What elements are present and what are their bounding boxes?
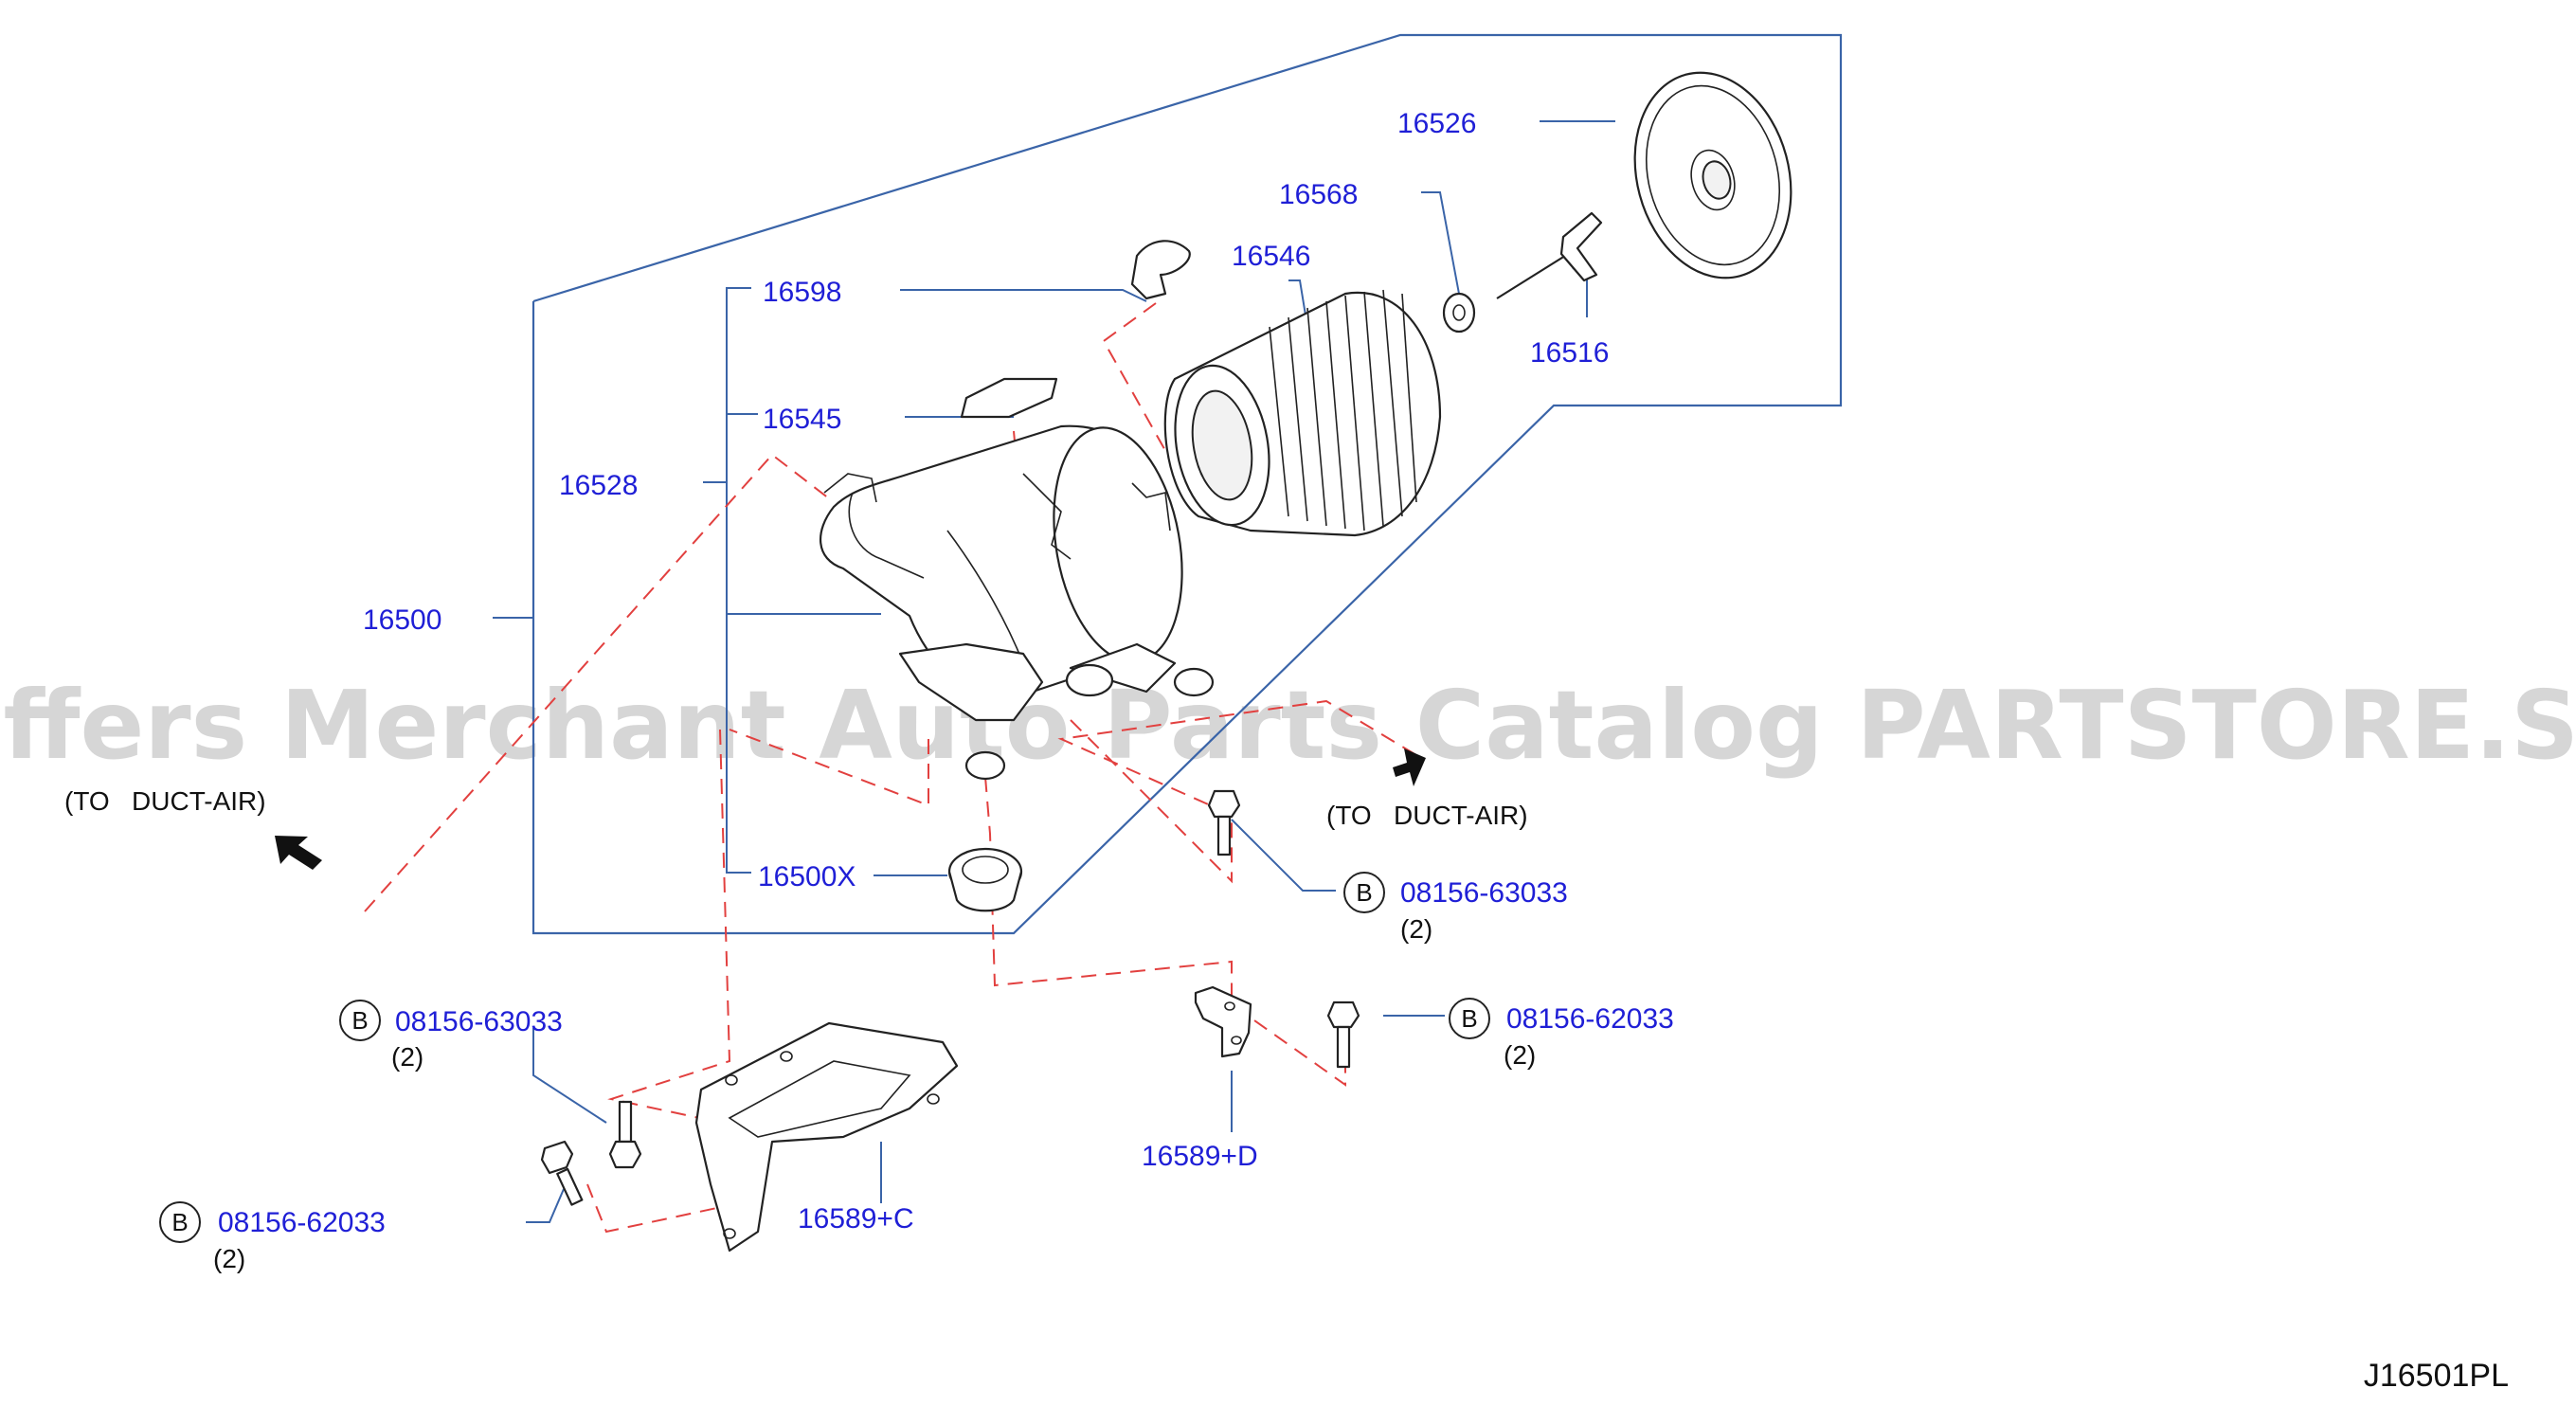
bolt-right-62033	[1326, 1000, 1360, 1069]
part-label-16546: 16546	[1232, 241, 1310, 272]
assembly-frame	[531, 33, 1843, 935]
bolt-callout-right-62033: B 08156-62033 (2)	[1449, 998, 1674, 1070]
grommet-16500X	[947, 847, 1023, 912]
cover-16526	[1633, 71, 1792, 279]
bolt-marker: B	[171, 1208, 188, 1236]
part-label-16589C: 16589+C	[798, 1203, 914, 1235]
bolt-qty: (2)	[1504, 1040, 1536, 1070]
direction-right-text: (TO DUCT-AIR)	[1326, 801, 1528, 830]
washer-16568	[1442, 292, 1476, 333]
bolt-number: 08156-62033	[1506, 1003, 1674, 1035]
centerline-grommet	[984, 776, 1346, 1087]
bolt-qty: (2)	[1400, 914, 1432, 944]
centerline-clip	[1102, 302, 1190, 494]
bolt-callout-right-63033: B 08156-63033 (2)	[1343, 872, 1568, 944]
watermark-text: Offers Merchant Auto Parts Catalog PARTS…	[0, 670, 2576, 781]
arrow-left-duct-icon	[275, 836, 322, 870]
bolt-number: 08156-62033	[218, 1207, 386, 1238]
wing-bolt-16516	[1496, 211, 1603, 299]
bolt-left-62033	[540, 1140, 584, 1206]
centerline-floor	[729, 729, 929, 807]
label-tag-16545	[960, 377, 1058, 419]
diagram-code: J16501PL	[2364, 1358, 2509, 1394]
part-label-16516: 16516	[1530, 337, 1609, 369]
part-label-16589D: 16589+D	[1142, 1141, 1258, 1172]
bracket-16589D	[1194, 985, 1252, 1058]
direction-left-text: (TO DUCT-AIR)	[64, 786, 266, 816]
bolt-right-63033	[1207, 789, 1241, 856]
leader-16546	[1288, 279, 1308, 328]
arrow-right-duct-icon	[1393, 748, 1426, 786]
leader-16598	[900, 289, 1147, 302]
filter-element-16546	[1163, 289, 1442, 537]
bolt-qty: (2)	[391, 1042, 423, 1072]
group-bracket-16528	[726, 287, 751, 874]
bolt-qty: (2)	[213, 1244, 245, 1273]
leader-bolt-right-63033	[1231, 819, 1336, 892]
part-label-16528: 16528	[559, 470, 638, 501]
bolt-number: 08156-63033	[395, 1006, 563, 1037]
centerline-right-duct	[1057, 699, 1422, 884]
part-label-16545: 16545	[763, 404, 841, 435]
centerline-left-duct	[364, 453, 835, 912]
clip-16598	[1130, 240, 1191, 300]
leader-16568	[1421, 191, 1460, 295]
bolt-number: 08156-63033	[1400, 877, 1568, 909]
leader-bolt-left-63033	[532, 1028, 607, 1124]
bolt-marker: B	[1461, 1004, 1477, 1033]
bolt-callout-left-63033: B 08156-63033 (2)	[339, 1000, 563, 1072]
part-label-16598: 16598	[763, 277, 841, 308]
bolt-marker: B	[351, 1006, 368, 1035]
part-label-16500X: 16500X	[758, 861, 856, 892]
bolt-marker: B	[1356, 878, 1372, 907]
part-label-16500: 16500	[363, 604, 441, 636]
centerline-bracket-left-2	[586, 1183, 740, 1234]
leader-bolt-left-62033	[526, 1188, 565, 1223]
part-label-16568: 16568	[1279, 179, 1358, 210]
air-cleaner-housing	[820, 424, 1215, 781]
bracket-16589C	[694, 1021, 959, 1253]
bolt-left-63033	[608, 1100, 642, 1169]
part-label-16526: 16526	[1397, 108, 1476, 139]
bolt-callout-left-62033: B 08156-62033 (2)	[159, 1201, 386, 1273]
